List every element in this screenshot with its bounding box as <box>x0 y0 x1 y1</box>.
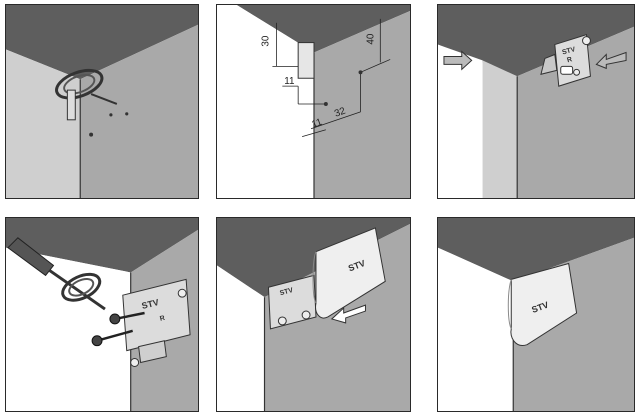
clip-side-mark: R <box>159 315 166 323</box>
step-5-drawing: STV STV <box>217 218 410 411</box>
cabinet-front <box>438 247 514 411</box>
dimension-32: 32 <box>333 106 347 120</box>
clip-bracket <box>267 274 317 330</box>
drill-hole <box>109 113 113 117</box>
door-panel <box>438 44 483 198</box>
dimension-30: 30 <box>260 35 271 46</box>
cabinet-side <box>80 24 198 198</box>
clip-logo: STV <box>279 287 294 297</box>
drill-hole <box>125 112 129 116</box>
step-6-drawing: STV <box>438 218 634 411</box>
drill-hole <box>89 132 94 137</box>
back-slot <box>297 42 315 79</box>
clip-bracket <box>540 34 591 87</box>
door-edge <box>482 60 518 198</box>
drill-icon <box>55 68 118 121</box>
step-5-cover-slide-panel: STV STV <box>216 217 411 412</box>
corner-cover <box>507 262 578 346</box>
hole-marker <box>323 101 328 106</box>
clip-logo: STV <box>561 46 576 56</box>
step-4-drawing: STV R <box>6 218 198 411</box>
cabinet-front <box>217 5 314 198</box>
screw-icon <box>109 311 145 325</box>
cabinet-side <box>313 10 410 198</box>
step-3-hook-clip-panel: STV R <box>437 4 635 199</box>
cabinet-top <box>236 5 410 53</box>
cabinet-front <box>6 247 131 411</box>
cabinet-top <box>438 5 634 77</box>
step-1-drill-panel <box>5 4 199 199</box>
dimension-11-bottom: 11 <box>310 117 324 131</box>
cabinet-front <box>6 49 81 198</box>
dimension-11-top: 11 <box>284 76 295 87</box>
step-1-drawing <box>6 5 198 198</box>
arrow-right-icon <box>443 50 473 71</box>
step-3-drawing: STV R <box>438 5 634 198</box>
step-2-drawing: 30 11 40 11 32 <box>217 5 410 198</box>
corner-cover <box>312 227 386 319</box>
cabinet-top <box>6 5 198 80</box>
hole-marker <box>358 70 363 75</box>
step-2-dimensions-panel: 30 11 40 11 32 <box>216 4 411 199</box>
screw-icon <box>91 329 134 347</box>
step-4-screw-panel: STV R <box>5 217 199 412</box>
clip-logo: STV <box>141 297 160 311</box>
arrow-left-icon <box>595 51 627 70</box>
cabinet-front <box>217 265 265 411</box>
clip-side-mark: R <box>566 56 573 64</box>
arrow-left-icon <box>330 304 366 324</box>
cabinet-top <box>438 218 634 282</box>
cabinet-top <box>6 218 198 273</box>
dimension-40: 40 <box>365 33 376 44</box>
step-6-finished-panel: STV <box>437 217 635 412</box>
dimension-lines <box>272 18 391 138</box>
screwdriver-icon <box>7 237 106 311</box>
